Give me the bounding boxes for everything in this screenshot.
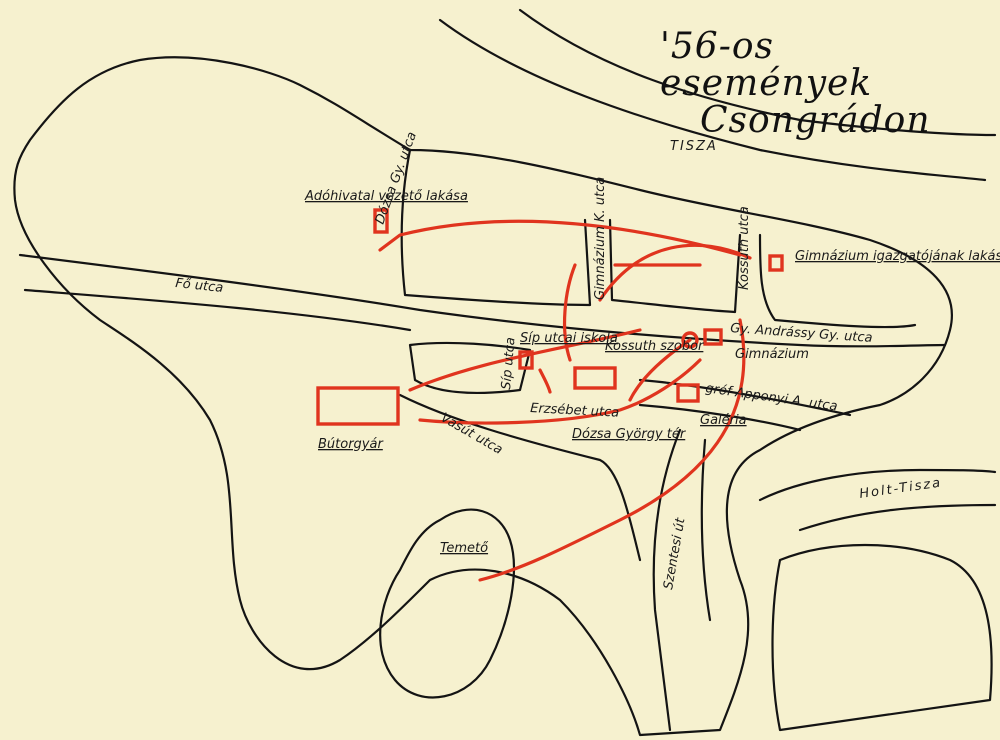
route-arrow-dozsa <box>628 338 692 402</box>
town-outline <box>13 56 953 737</box>
fo-utca-road <box>18 253 947 348</box>
place-label-gimnazium: Gimnázium <box>735 347 809 362</box>
building-markers <box>316 208 784 426</box>
szentesi-road <box>652 428 682 732</box>
place-label-kossuth-szobor: Kossuth szobor <box>605 339 705 354</box>
place-label-temeto: Temető <box>440 541 489 556</box>
route-arrow-butorgyar-back <box>418 358 702 425</box>
street-label-sip: Síp utca <box>499 337 519 391</box>
river-label-tisza: TISZA <box>670 139 718 154</box>
tisza-south-bank <box>518 8 997 137</box>
marker-adohivatal <box>373 208 389 234</box>
place-label-sip-iskola: Síp utcai iskola <box>520 331 618 346</box>
apponyi-road-2 <box>638 403 802 432</box>
marker-igazgato <box>768 254 784 272</box>
route-arrow-sip <box>538 368 552 394</box>
marker-butorgyar <box>316 386 400 426</box>
fo-utca-road-2 <box>23 288 412 332</box>
place-label-adohivatal: Adóhivatal vezető lakása <box>304 189 468 204</box>
place-label-butorgyar: Bútorgyár <box>318 437 384 452</box>
river-label-holt-tisza: Holt-Tisza <box>858 476 943 502</box>
street-label-erzsebet: Erzsébet utca <box>530 401 620 421</box>
place-label-dozsa-ter: Dózsa György tér <box>572 427 687 442</box>
block-east-north <box>758 233 917 329</box>
apponyi-road <box>638 378 852 417</box>
block-west-north <box>400 148 592 307</box>
marker-kossuth-szobor <box>681 331 699 349</box>
marker-sip-iskola <box>518 350 534 370</box>
block-mid-north <box>608 218 742 314</box>
street-label-szentesi: Szentesi út <box>661 516 688 591</box>
temeto-outline <box>379 508 516 699</box>
title-line-3: Csongrádon <box>700 100 931 141</box>
holt-tisza-bank <box>758 468 997 502</box>
street-label-kossuth-side: Kossuth utca <box>737 206 752 290</box>
street-label-apponyi: gróf Apponyi A. utca <box>704 381 838 414</box>
marker-galeria <box>676 383 700 403</box>
place-label-gimnazium-igazgato: Gimnázium igazgatójának lakása <box>795 249 1000 264</box>
route-arrow-up <box>562 263 577 362</box>
tisza-north-bank <box>438 18 987 182</box>
title-line-1: '56-os <box>660 26 774 67</box>
holt-tisza-island <box>771 543 993 732</box>
route-arrows <box>378 219 752 582</box>
map-title: '56-os események Csongrádon <box>660 26 931 141</box>
title-line-2: események <box>660 63 872 104</box>
route-arrow-igazgato <box>598 243 752 302</box>
street-label-fo-utca: Fő utca <box>175 276 224 296</box>
street-label-dozsa: Dózsa Gy. utca <box>373 130 420 226</box>
street-label-vasut: Vasút utca <box>438 410 505 457</box>
place-label-galeria: Galéria <box>700 413 747 428</box>
holt-tisza-bank-2 <box>798 503 997 532</box>
marker-kossuth <box>573 366 617 390</box>
route-arrow-temeto <box>478 318 746 582</box>
street-label-gimnazium-k: Gimnázium K. utca <box>593 177 608 300</box>
szentesi-road-2 <box>700 438 712 622</box>
marker-gimnazium <box>703 328 723 346</box>
inner-block-1 <box>408 341 532 395</box>
route-arrow-adohivatal <box>378 219 742 257</box>
